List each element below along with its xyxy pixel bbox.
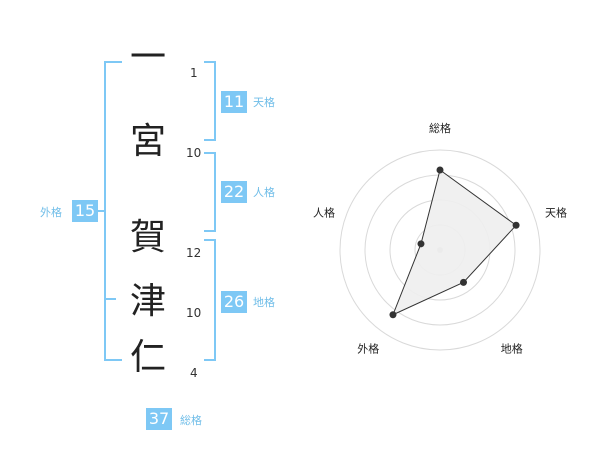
gaikaku-bracket-tick [96,210,104,212]
radar-point-3 [460,278,468,286]
soukaku-value: 37 [146,408,172,430]
tenkaku-value: 11 [221,91,247,113]
radar-axis-label-4: 外格 [357,342,379,356]
tenkaku-label: 天格 [253,96,275,109]
kanji-char-1: 一 [129,37,166,78]
radar-point-4 [389,311,397,319]
gaikaku-bracket-mid [104,298,116,300]
radar-point-5 [417,240,425,248]
radar-point-2 [512,221,520,229]
kanji-char-5: 仁 [129,337,166,378]
jinkaku-label: 人格 [253,186,275,199]
radar-axis-label-2: 天格 [545,205,567,219]
gaikaku-label: 外格 [40,206,62,219]
kanji-char-4: 津 [129,281,166,322]
jinkaku-value: 22 [221,181,247,203]
stroke-count-3: 12 [186,246,202,260]
stroke-count-5: 4 [190,366,198,380]
radar-point-1 [436,166,444,174]
radar-axis-label-1: 総格 [429,121,451,135]
jinkaku-bracket [204,152,216,232]
radar-ring-4 [339,149,541,351]
gaikaku-bracket [104,61,122,361]
chikaku-value: 26 [221,291,247,313]
soukaku-label: 総格 [180,414,202,427]
kanji-char-3: 賀 [129,217,166,258]
radar-axis-label-5: 人格 [313,205,335,219]
chikaku-label: 地格 [253,296,275,309]
radar-area [392,169,517,316]
stroke-count-1: 1 [190,66,198,80]
chikaku-bracket [204,239,216,361]
kanji-char-2: 宮 [129,121,166,162]
gaikaku-value: 15 [72,200,98,222]
stroke-count-2: 10 [186,146,202,160]
radar-axis-label-3: 地格 [501,342,523,356]
tenkaku-bracket [204,61,216,141]
stroke-count-4: 10 [186,306,202,320]
